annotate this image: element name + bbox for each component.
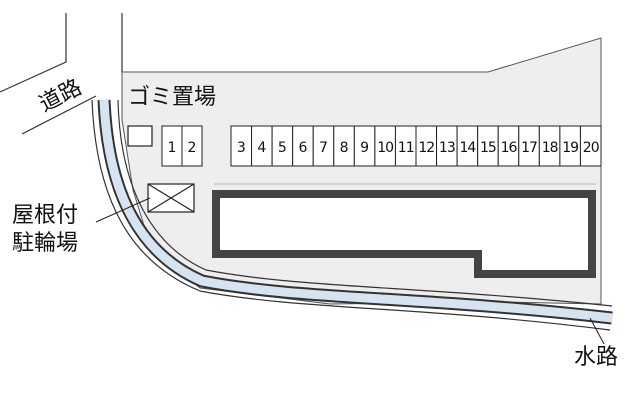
- parking-stall-number: 11: [398, 140, 414, 156]
- parking-stall-number: 2: [188, 140, 197, 156]
- parking-stall-number: 7: [319, 140, 328, 156]
- building: [212, 190, 596, 278]
- waterway-inner-edge: [117, 99, 613, 307]
- parking-stall-number: 3: [237, 140, 246, 156]
- road-edge: [0, 13, 67, 93]
- waterway-water: [99, 99, 613, 323]
- road-edge: [21, 95, 97, 135]
- garbage-area: [127, 125, 153, 147]
- parking-stall-number: 15: [480, 140, 496, 156]
- parking-stall-number: 13: [439, 140, 455, 156]
- parking-stall-number: 17: [521, 140, 537, 156]
- parking-stall-number: 8: [340, 140, 349, 156]
- bike-parking-label-line2: 駐輪場: [12, 231, 78, 256]
- waterway-leader: [589, 317, 605, 345]
- parking-stall-number: 16: [501, 140, 518, 156]
- parking-stall-number: 1: [168, 140, 177, 156]
- parking-stall-number: 9: [360, 140, 369, 156]
- parking-stall-number: 19: [562, 140, 578, 156]
- parking-stall-number: 14: [459, 140, 476, 156]
- parking-stall-number: 4: [257, 140, 266, 156]
- parking-stall-number: 20: [583, 140, 599, 156]
- waterway-label: 水路: [574, 345, 618, 370]
- parking-stall-number: 18: [542, 140, 558, 156]
- parking-stall: [181, 125, 203, 167]
- parking-stall-number: 5: [278, 140, 287, 156]
- covered-bicycle-parking: [147, 183, 195, 213]
- parking-stall-number: 10: [377, 140, 393, 156]
- road-label: 道路: [35, 75, 86, 117]
- parking-stall-number: 6: [298, 140, 307, 156]
- parking-stall-number: 12: [418, 140, 434, 156]
- bike-parking-label-line1: 屋根付: [12, 203, 78, 228]
- parking-stall: [579, 125, 602, 167]
- garbage-label: ゴミ置場: [128, 85, 216, 110]
- bike-parking-leader: [95, 197, 151, 223]
- waterway-outer-edge: [91, 99, 611, 331]
